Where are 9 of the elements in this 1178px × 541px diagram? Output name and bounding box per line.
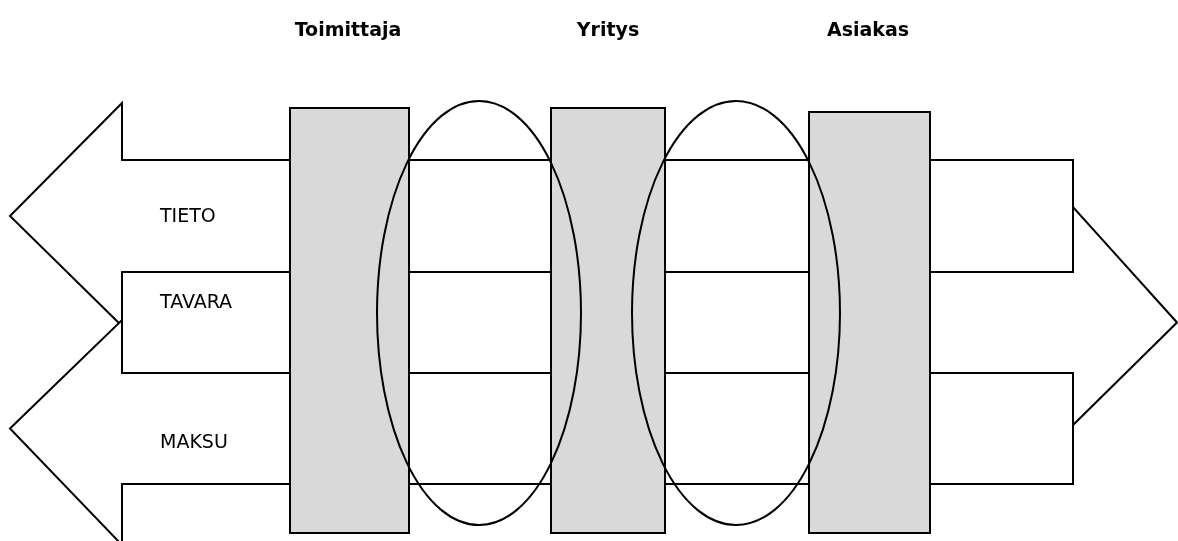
flow-label: TIETO xyxy=(160,204,216,226)
column-bar xyxy=(289,107,410,534)
flow-label: MAKSU xyxy=(160,430,228,452)
column-heading: Asiakas xyxy=(826,18,910,40)
column-heading: Yritys xyxy=(576,18,640,40)
column-bar xyxy=(550,107,666,534)
column-heading: Toimittaja xyxy=(294,18,402,40)
column-bar xyxy=(808,111,931,534)
flow-label: TAVARA xyxy=(160,290,233,312)
